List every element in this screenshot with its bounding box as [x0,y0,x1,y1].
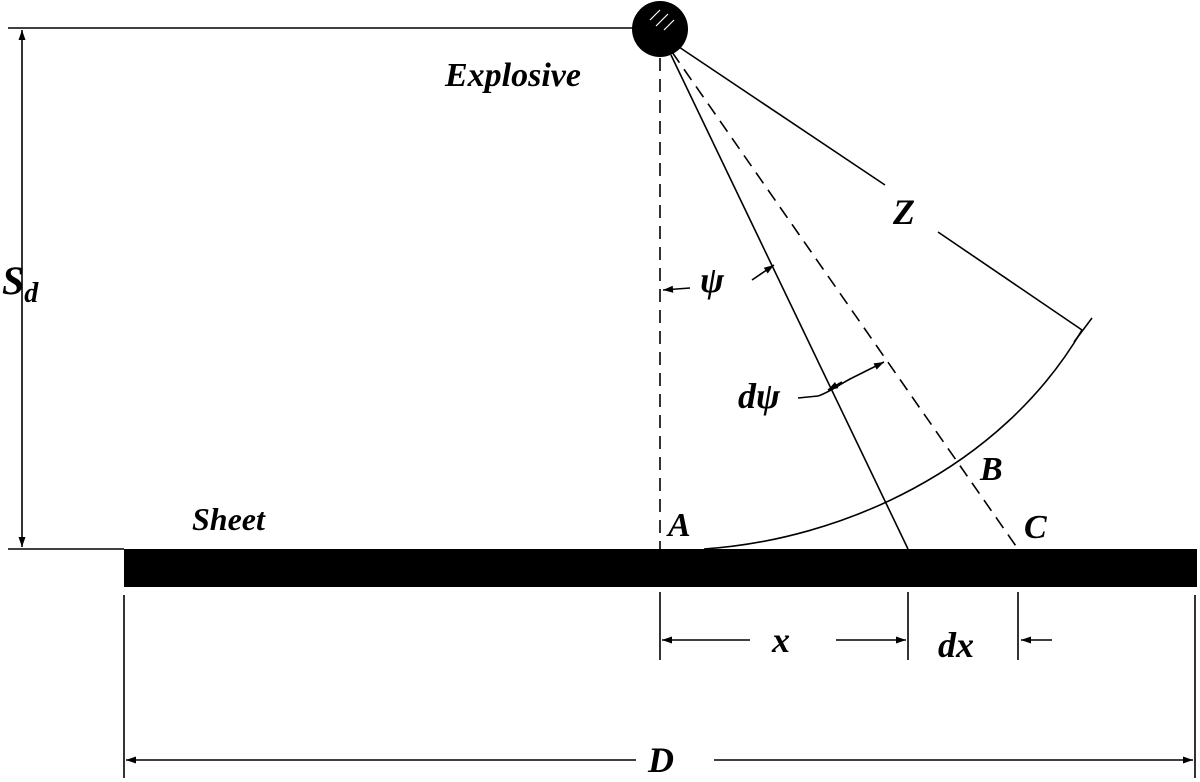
label-x: x [771,620,790,660]
label-b: B [979,451,1003,488]
explosive-charge [632,1,688,57]
z-ray-segment-2 [937,231,1083,331]
label-dx: dx [938,625,974,665]
z-ray-segment-1 [675,44,886,186]
label-c: C [1024,509,1047,546]
label-sd-sub: d [24,278,39,309]
ray-to-x [670,54,909,550]
label-dpsi: dψ [738,376,781,416]
label-sd-main: S [2,258,24,303]
explosive-highlight [649,9,675,31]
label-explosive: Explosive [444,57,581,94]
label-sd: Sd [2,258,39,309]
label-z: Z [892,192,915,232]
sheet-plate [124,549,1197,587]
dpsi-leader [797,395,819,399]
ray-to-c-dashed [671,51,1019,550]
psi-arrow-left [662,285,691,293]
dpsi-arc [817,377,853,397]
label-a: A [666,507,691,544]
psi-arrow-right [751,264,775,281]
label-d: D [647,740,674,780]
label-sheet: Sheet [192,501,266,537]
dpsi-arrow-back [827,381,843,391]
dpsi-arrow [851,361,885,379]
label-psi: ψ [700,260,725,300]
arc-end-tick [1073,317,1093,343]
arc-a-to-z [703,329,1083,550]
